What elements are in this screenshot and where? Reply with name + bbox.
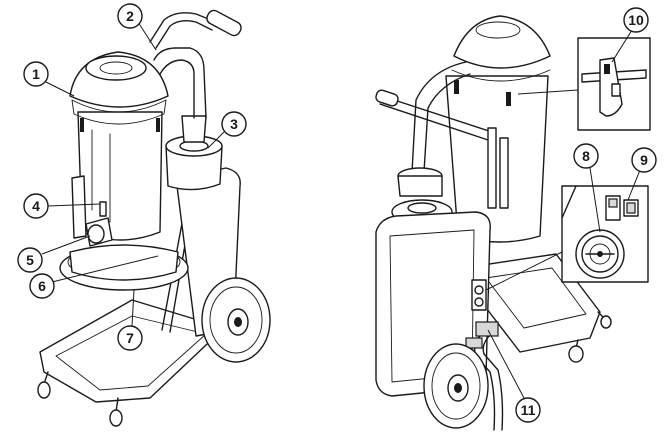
callout-2 (117, 3, 143, 29)
collection-drum (69, 51, 169, 241)
callout-5-label: 5 (26, 252, 34, 268)
bag-ring (59, 244, 189, 291)
suction-hose (153, 47, 207, 119)
front-rear-wheel (201, 277, 271, 363)
callout-7 (117, 325, 143, 351)
callouts: 1 2 3 4 5 6 7 8 9 10 (17, 3, 657, 423)
latch-detail-inset (517, 37, 651, 131)
filter-housing (165, 115, 223, 191)
callout-7-label: 7 (126, 330, 134, 346)
rear-push-handle (379, 95, 493, 141)
callout-11 (515, 397, 541, 423)
power-switch-detail (605, 195, 639, 221)
gauge-detail (575, 229, 625, 279)
switch-panel-inset (485, 185, 649, 291)
callout-11-label: 11 (521, 402, 536, 418)
rear-collection-drum (445, 15, 551, 243)
push-handle (149, 12, 217, 49)
front-caster-left (37, 371, 51, 399)
callout-9-label: 9 (640, 152, 648, 168)
callout-6 (29, 273, 55, 299)
rear-caster-top (597, 311, 612, 329)
rear-wheel (423, 343, 489, 429)
callout-3 (221, 111, 247, 137)
handle-grip (206, 9, 242, 37)
callout-3-label: 3 (230, 116, 238, 132)
callout-5 (17, 247, 43, 273)
callout-6-label: 6 (38, 278, 46, 294)
callout-10-label: 10 (628, 12, 644, 28)
rear-suction-hose (411, 61, 471, 173)
callout-9 (631, 147, 657, 173)
callout-10 (623, 7, 649, 33)
callout-8-label: 8 (582, 148, 590, 164)
callout-4-label: 4 (32, 198, 40, 214)
callout-8 (573, 143, 599, 169)
callout-4 (23, 193, 49, 219)
front-caster-right (109, 397, 123, 427)
callout-2-label: 2 (126, 8, 134, 24)
callout-1-label: 1 (32, 66, 40, 82)
drain-valve (85, 201, 113, 247)
cart-base (39, 299, 225, 403)
front-view (37, 9, 271, 427)
rear-caster-right (568, 339, 584, 363)
callout-1 (23, 61, 49, 87)
